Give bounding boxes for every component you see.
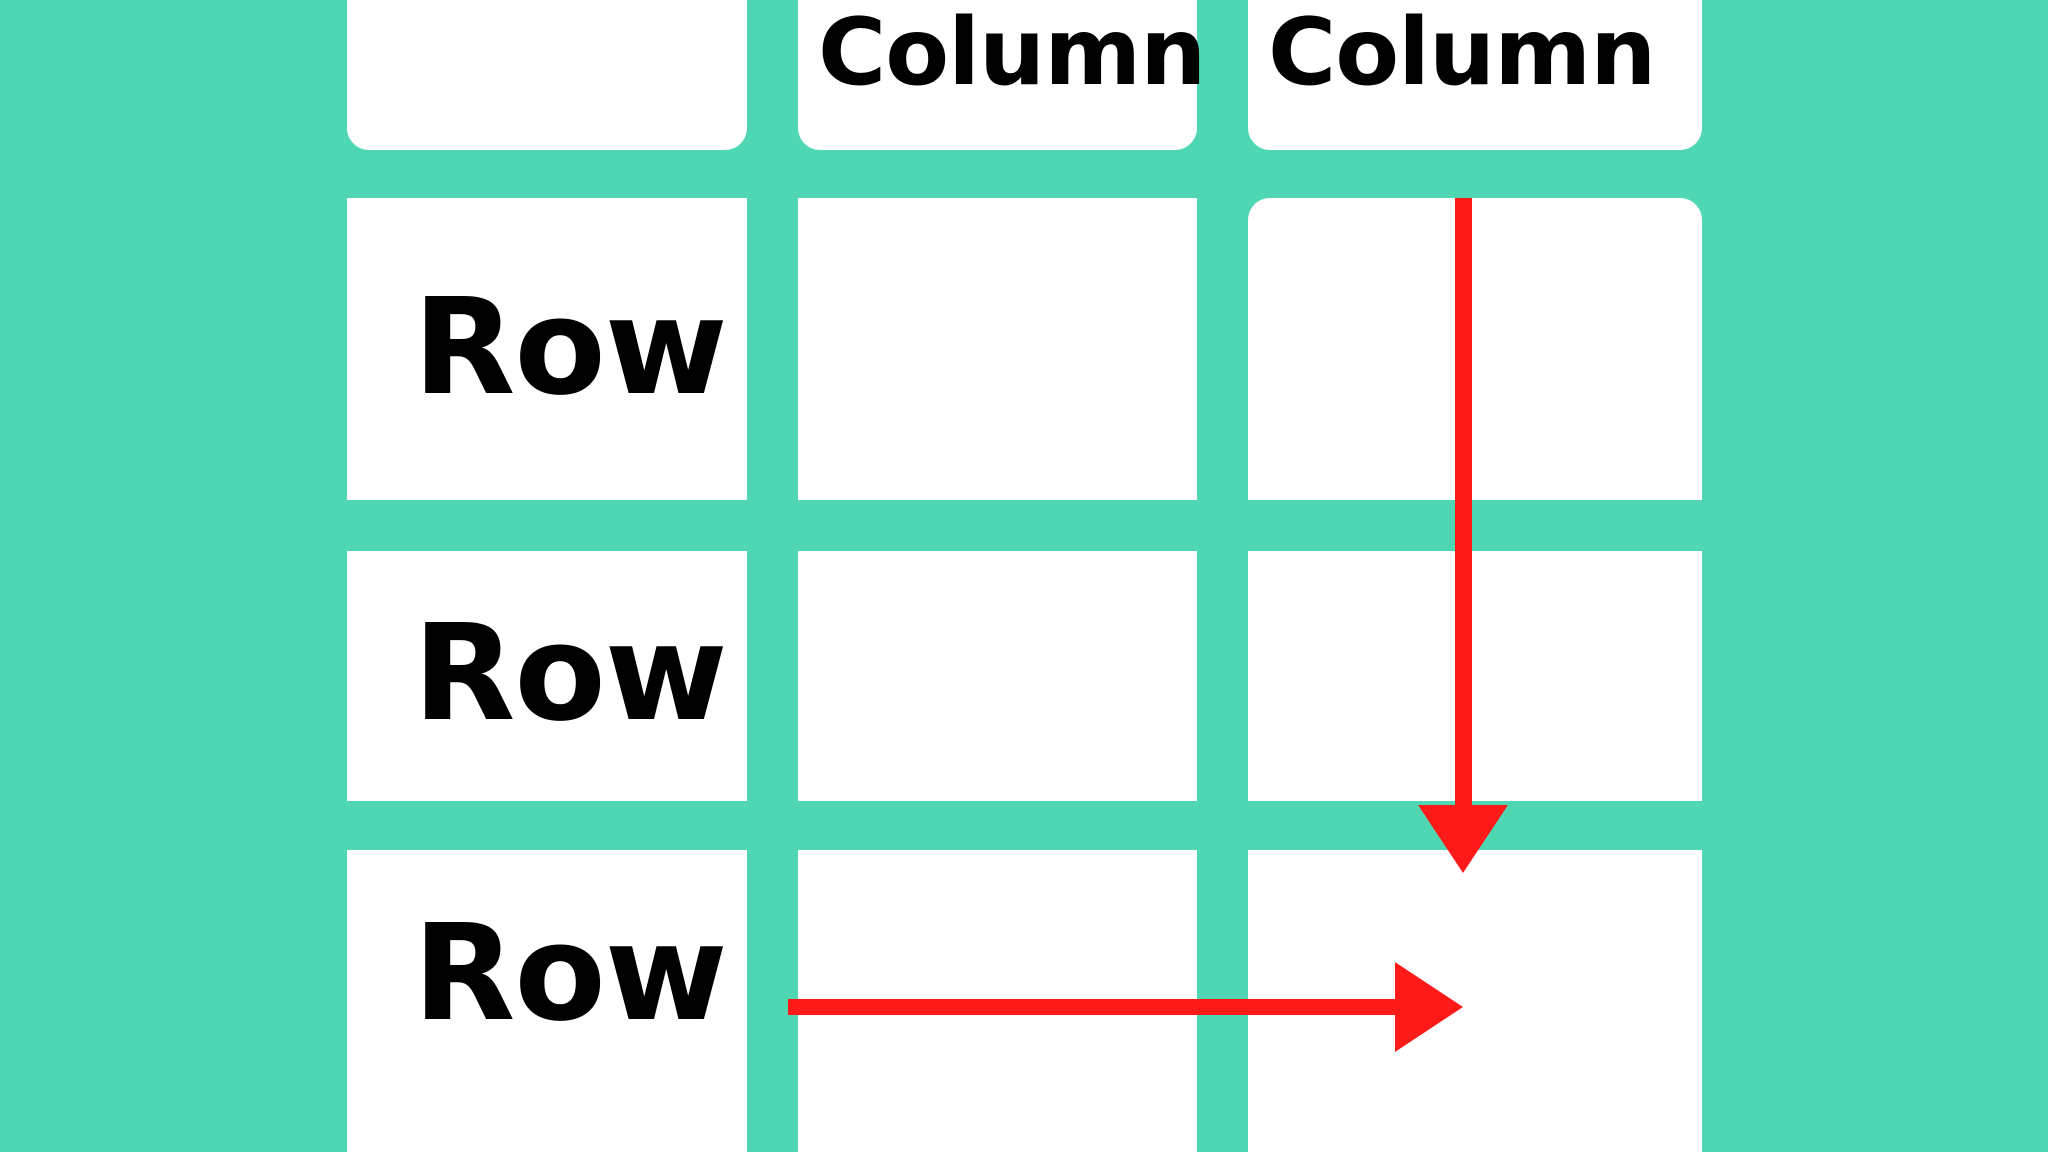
table-cell-r1c2[interactable]: [1248, 198, 1702, 500]
table-cell-r3c2[interactable]: [1248, 850, 1702, 1152]
column-header-1-label: Column: [818, 0, 1206, 106]
row-header-2-label: Row: [413, 597, 728, 751]
table-cell-r1c1[interactable]: [798, 198, 1197, 500]
table-cell-r2c2[interactable]: [1248, 551, 1702, 801]
column-header-1[interactable]: Column: [798, 0, 1206, 150]
row-header-1[interactable]: Row: [347, 198, 747, 500]
table-corner-cell[interactable]: [347, 0, 747, 150]
row-header-1-label: Row: [413, 271, 728, 425]
column-header-2-label: Column: [1268, 0, 1656, 106]
row-header-3[interactable]: Row: [347, 850, 747, 1152]
table-cell-r3c1[interactable]: [798, 850, 1197, 1152]
row-header-3-label: Row: [413, 897, 728, 1051]
column-header-2[interactable]: Column: [1248, 0, 1702, 150]
table-cell-r2c1[interactable]: [798, 551, 1197, 801]
row-header-2[interactable]: Row: [347, 551, 747, 801]
